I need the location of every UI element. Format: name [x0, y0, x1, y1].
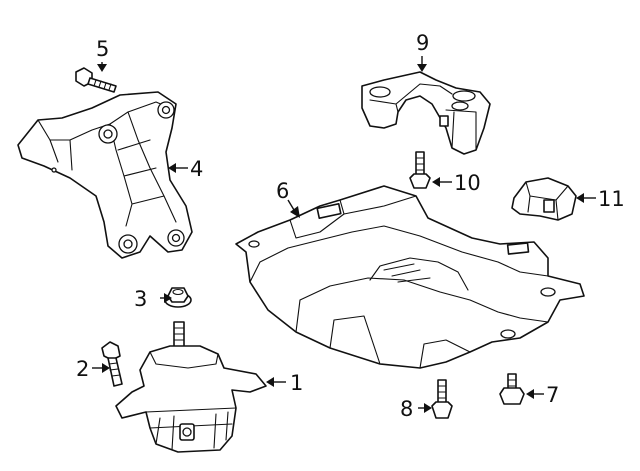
callout-2: 2 [76, 357, 89, 381]
callout-1: 1 [290, 371, 303, 395]
part-8-bolt [431, 379, 453, 419]
callout-7: 7 [546, 383, 559, 407]
part-10-bolt [409, 151, 431, 189]
callout-leaders [92, 56, 596, 413]
callout-9: 9 [416, 31, 429, 55]
part-5-bolt [75, 67, 117, 93]
part-9-transmission-bracket [361, 71, 491, 155]
part-4-bracket [17, 91, 193, 259]
callout-11: 11 [598, 187, 625, 211]
callout-4: 4 [190, 157, 203, 181]
callout-10: 10 [454, 171, 481, 195]
part-6-crossmember [235, 185, 585, 369]
part-1-engine-mount [115, 321, 267, 453]
part-11-insulator [511, 177, 577, 221]
callout-3: 3 [134, 287, 147, 311]
callout-8: 8 [400, 397, 413, 421]
part-2-bolt [101, 341, 123, 387]
callout-numbers: 1 2 3 4 5 6 7 8 9 10 11 [76, 31, 625, 421]
callout-6: 6 [276, 179, 289, 203]
callout-5: 5 [96, 37, 109, 61]
part-7-bolt [499, 373, 525, 405]
